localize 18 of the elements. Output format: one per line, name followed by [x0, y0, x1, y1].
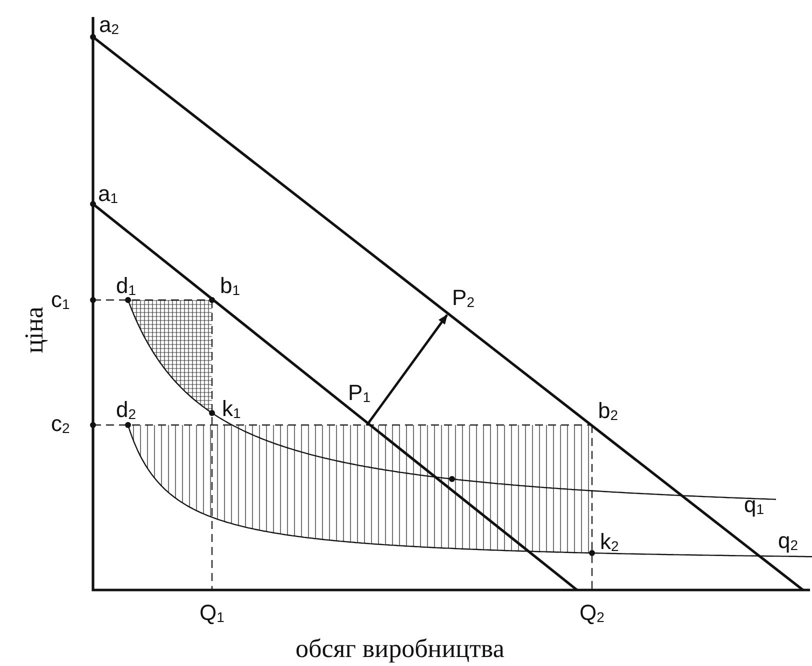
- point-label: k$_{2}$: [600, 531, 619, 553]
- point-label: P$_{1}$: [348, 382, 370, 404]
- price-label: c$_{1}$: [51, 289, 70, 311]
- curve-label: q$_{2}$: [778, 530, 798, 552]
- price-label: c$_{2}$: [51, 413, 70, 435]
- point-label: a$_{2}$: [99, 14, 120, 36]
- quantity-label: Q$_{2}$: [580, 602, 604, 624]
- point-label: b$_{2}$: [598, 400, 618, 422]
- point-label: d$_{2}$: [116, 399, 136, 421]
- point-label: b$_{1}$: [220, 275, 240, 297]
- point-label: d$_{1}$: [116, 275, 136, 297]
- axis-title: обсяг виробництва: [296, 636, 504, 662]
- axis-title: ціна: [20, 306, 47, 354]
- curve-label: q$_{1}$: [744, 494, 764, 516]
- quantity-label: Q$_{1}$: [200, 602, 224, 624]
- point-label: k$_{1}$: [222, 398, 241, 420]
- point-label: a$_{1}$: [98, 183, 118, 205]
- point-label: P$_{2}$: [452, 287, 474, 309]
